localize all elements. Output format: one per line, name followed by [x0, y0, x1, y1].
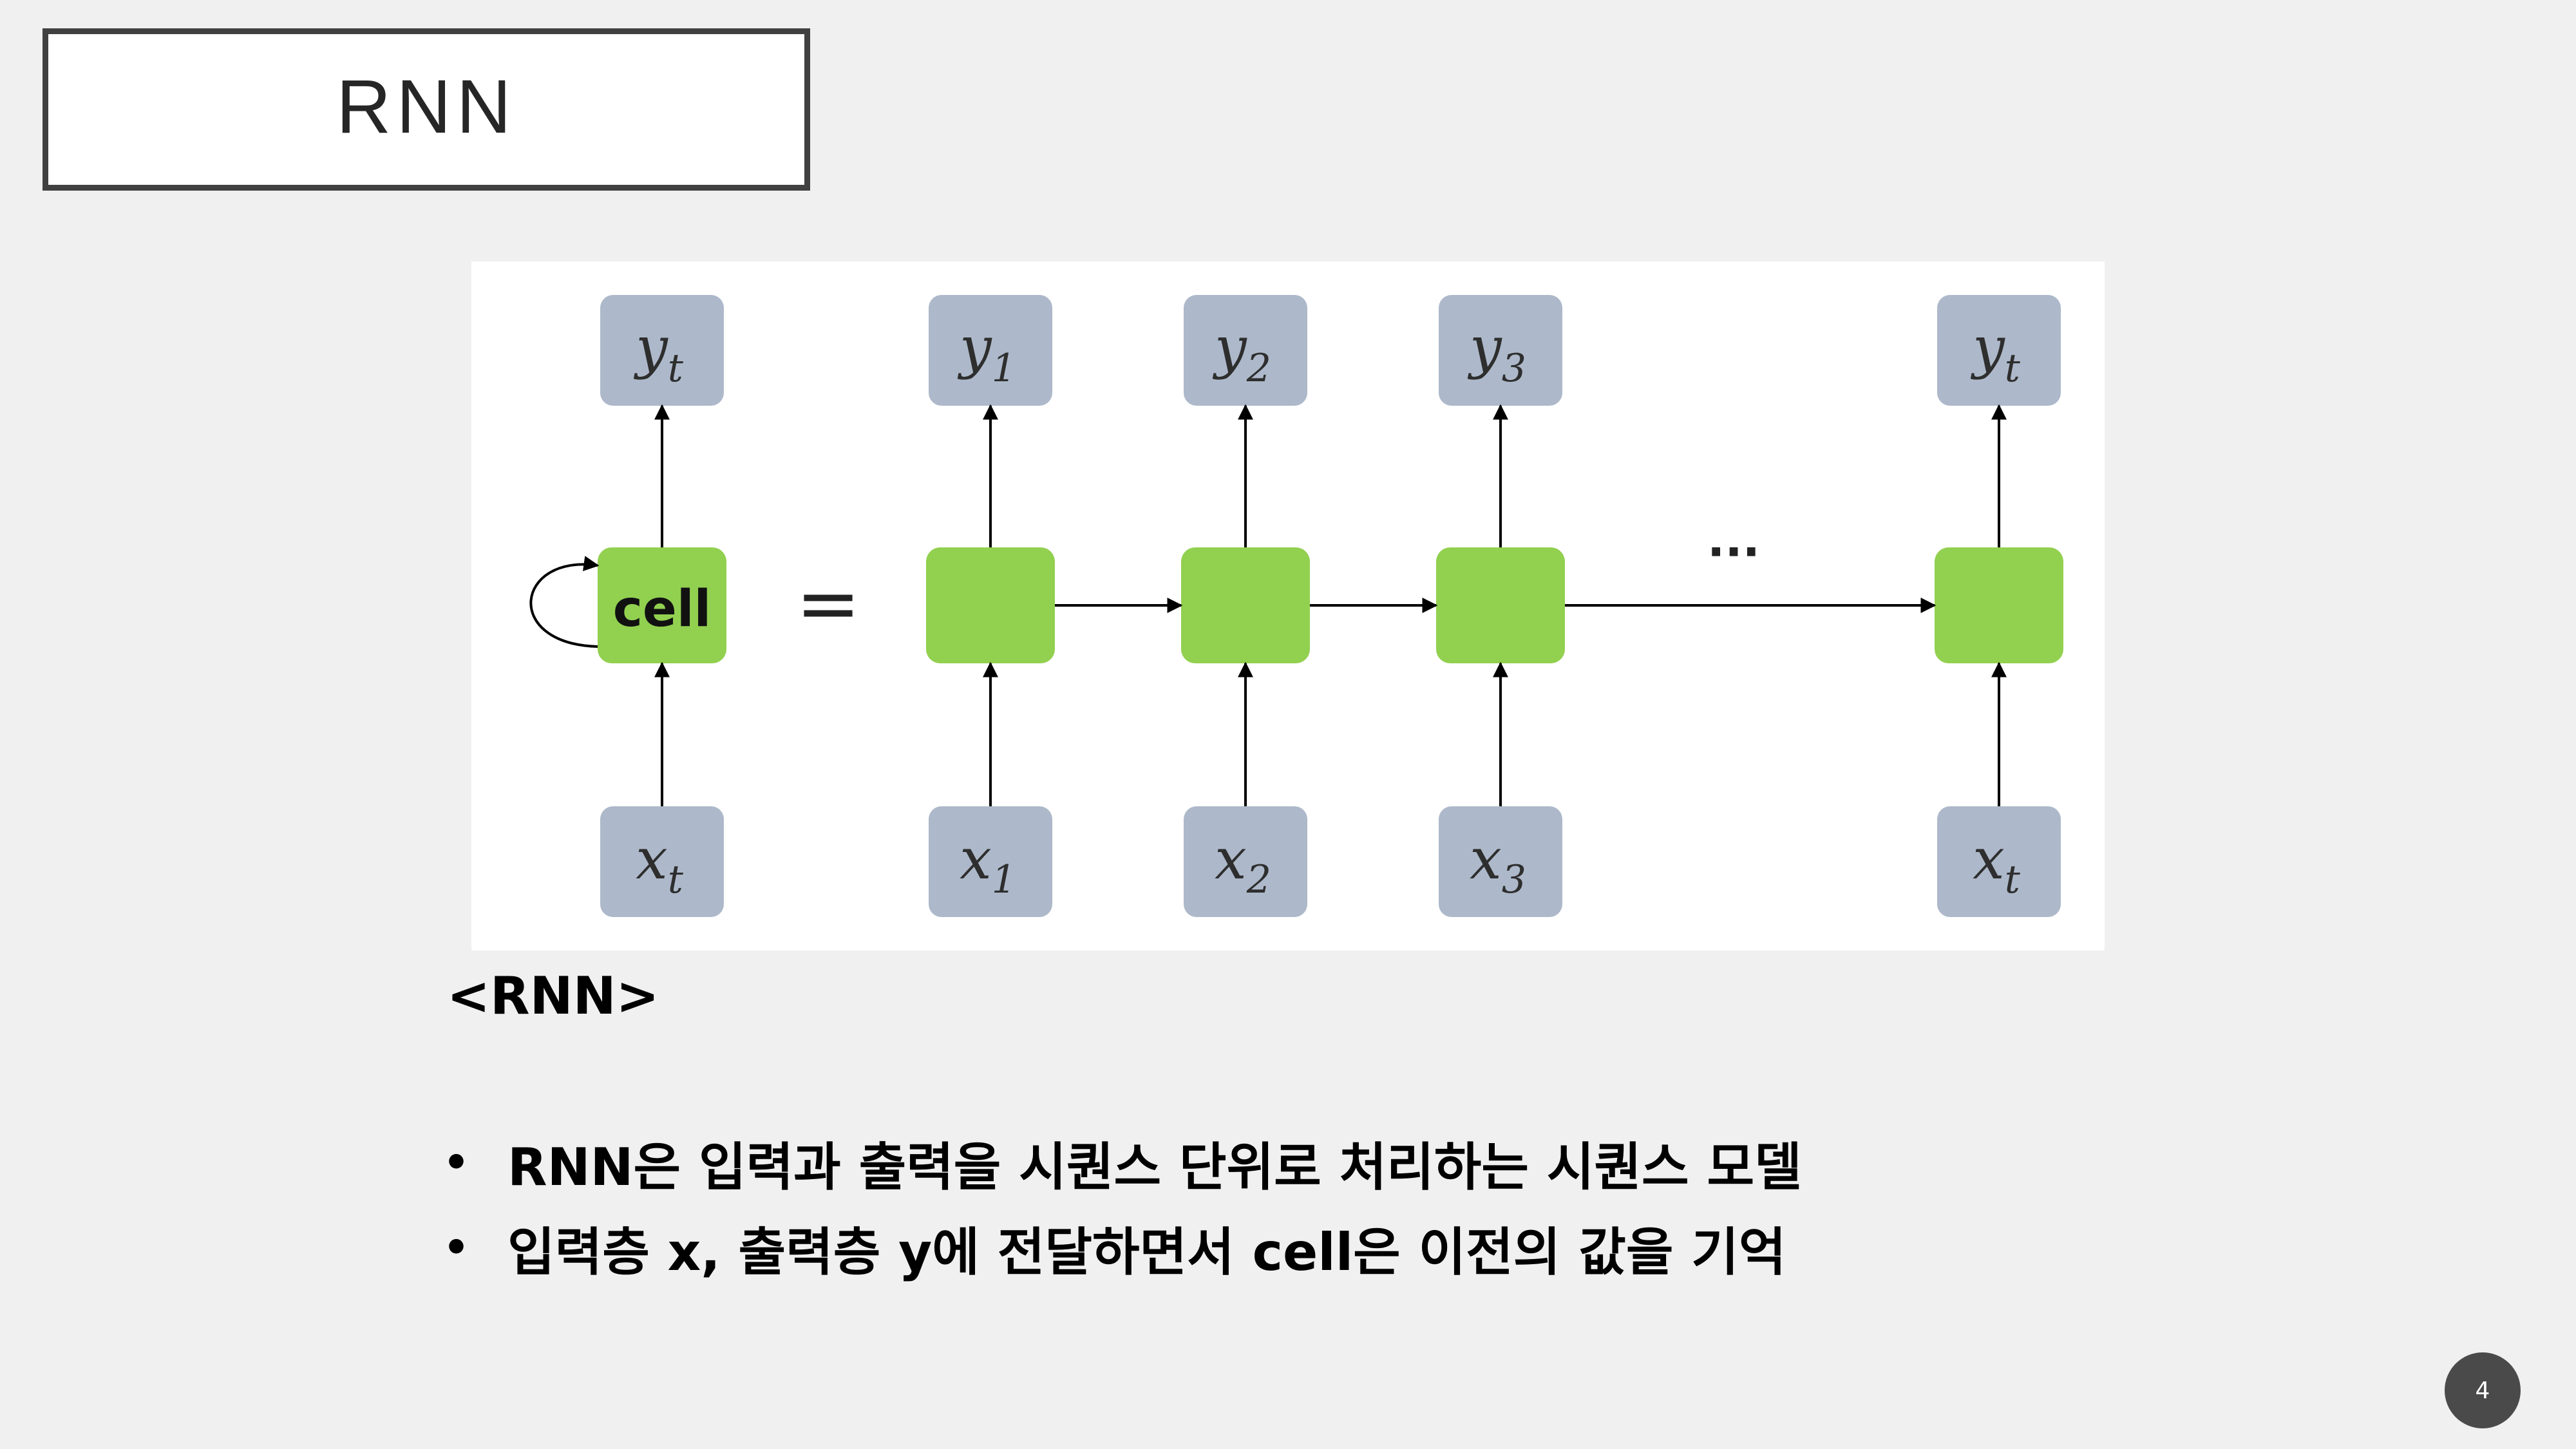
equals-sign: = — [796, 559, 861, 649]
step-cell — [1436, 547, 1565, 663]
step-output-box — [1184, 295, 1307, 406]
step-input-box — [1937, 806, 2061, 917]
ellipsis: ··· — [1707, 525, 1760, 579]
page-number-badge: 4 — [2445, 1352, 2521, 1428]
bullet-dot: • — [443, 1224, 469, 1272]
step-cell — [1181, 547, 1310, 663]
folded-cell-label: cell — [613, 580, 712, 638]
folded-output-box — [600, 295, 724, 406]
bullet-text: RNN은 입력과 출력을 시퀀스 단위로 처리하는 시퀀스 모델 — [507, 1137, 1802, 1197]
folded-cell — [598, 547, 726, 663]
step-input-box-label: xt — [1973, 826, 2021, 902]
slide-title: RNN — [336, 64, 516, 149]
folded-input-box — [600, 806, 724, 917]
step-input-box — [929, 806, 1052, 917]
bullet-item: • 입력층 x, 출력층 y에 전달하면서 cell은 이전의 값을 기억 — [443, 1206, 1802, 1291]
step-output-box — [1439, 295, 1562, 406]
step-input-box — [1439, 806, 1562, 917]
diagram-caption: <RNN> — [447, 966, 659, 1026]
folded-output-box-label: yt — [633, 314, 684, 391]
bullet-list: • RNN은 입력과 출력을 시퀀스 단위로 처리하는 시퀀스 모델 • 입력층… — [443, 1121, 1802, 1291]
bullet-text: 입력층 x, 출력층 y에 전달하면서 cell은 이전의 값을 기억 — [507, 1222, 1786, 1282]
recurrent-loop-arrow — [529, 556, 600, 648]
bullet-dot: • — [443, 1139, 469, 1187]
step-output-box — [929, 295, 1052, 406]
step-cell — [1935, 547, 2063, 663]
step-input-box — [1184, 806, 1307, 917]
title-box: RNN — [43, 28, 810, 191]
bullet-item: • RNN은 입력과 출력을 시퀀스 단위로 처리하는 시퀀스 모델 — [443, 1121, 1802, 1206]
step-cell — [926, 547, 1055, 663]
step-output-box — [1937, 295, 2061, 406]
